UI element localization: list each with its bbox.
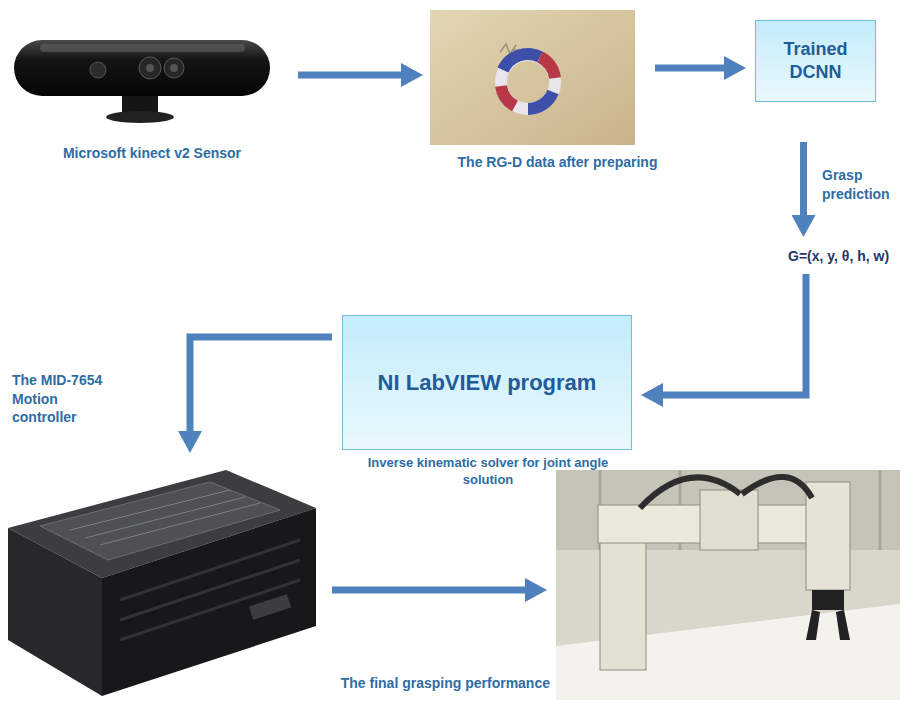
vent-slots [120,540,300,640]
process-box: NI LabVIEW programInverse kinematic solv… [342,315,632,450]
ring-segment [501,86,515,106]
rgd-image [430,10,635,145]
image-caption: The MID-7654 Motion controller [12,371,122,426]
flow-arrow [663,274,806,395]
kinect-sensor [14,40,270,123]
grasp-formula: G=(x, y, θ, h, w) [788,248,889,264]
sensor-lens [170,64,178,72]
box-caption: Inverse kinematic solver for joint angle… [353,455,623,489]
ring-segment [528,92,553,109]
sensor-lens [146,64,154,72]
controller-side [8,528,102,696]
process-box: Trained DCNN [755,20,876,102]
ring-segment [503,54,540,70]
box-title: Trained DCNN [762,38,869,85]
image-caption: Microsoft kinect v2 Sensor [22,144,282,162]
gripper-body [812,590,844,610]
edge-label: Grasp prediction [822,166,910,204]
controller-image: The MID-7654 Motion controller [4,462,320,700]
flow-arrow [800,142,807,215]
sensor-lens [139,57,161,79]
robot-z-axis [806,482,850,590]
sensor-image: Microsoft kinect v2 Sensor [12,36,272,122]
flow-arrow [298,72,401,79]
sensor-lens [90,62,106,78]
robot-column [600,530,646,670]
photo-ground [556,470,900,700]
motion-controller [8,470,316,696]
robot-photo [556,470,900,700]
sensor-body [14,40,270,96]
ring-segment [540,57,555,78]
flow-arrow [190,337,332,431]
sensor-sheen [40,44,245,52]
flow-arrow [332,587,525,594]
sensor-lens [164,58,184,78]
image-caption: The RG-D data after preparing [425,153,690,171]
connector-port [249,594,291,620]
data-image: The RG-D data after preparing [430,10,635,145]
flow-arrow [655,65,724,72]
box-title: NI LabVIEW program [378,370,597,396]
robot-image: The final grasping performance [556,470,900,700]
grasp-output: G=(x, y, θ, h, w) [788,244,906,268]
sensor-base [106,111,174,123]
image-ground [430,10,635,145]
robot-cables [640,477,812,508]
controller-front [102,508,316,696]
robot-elbow [700,490,758,550]
gripper-fingers [806,610,850,640]
ring-object [501,55,555,109]
image-caption: The final grasping performance [341,674,550,692]
